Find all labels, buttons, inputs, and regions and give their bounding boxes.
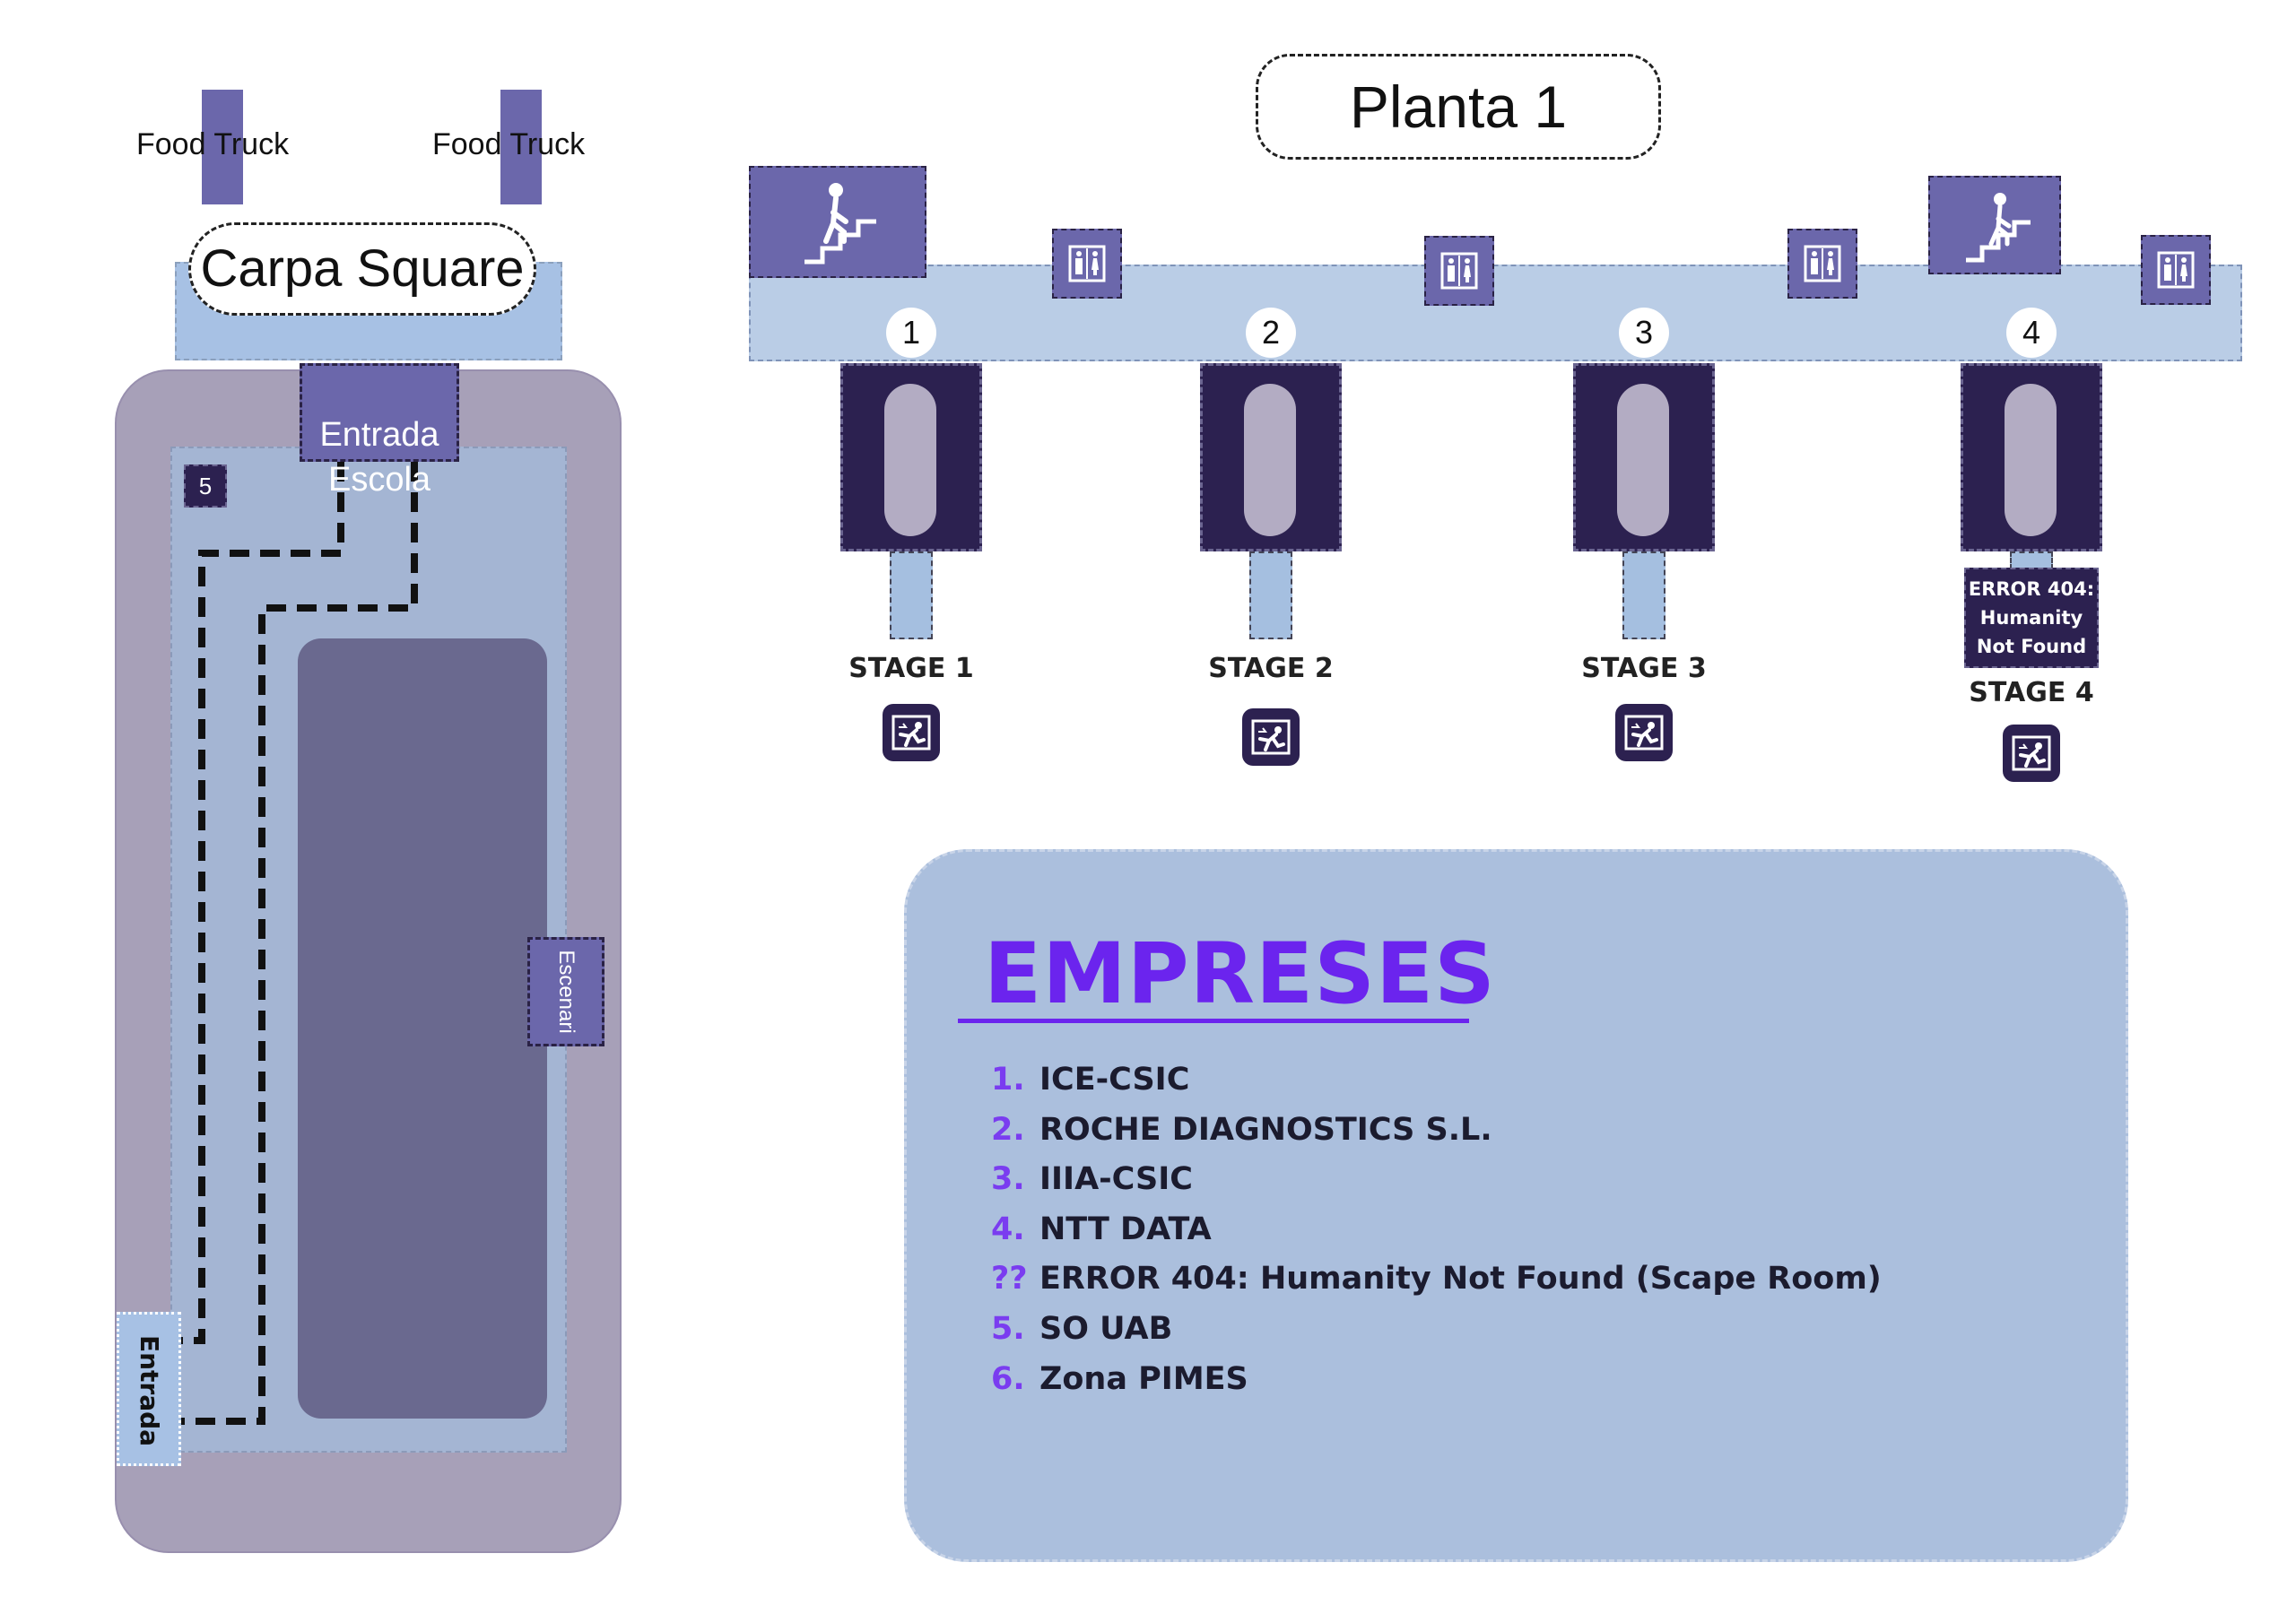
company-number: 4. [991, 1211, 1025, 1247]
restroom-box-1 [1052, 229, 1122, 299]
stage-number-2: 2 [1246, 308, 1296, 358]
stage-walkway-3 [1622, 551, 1665, 639]
company-list-item: 2. ROCHE DIAGNOSTICS S.L. [991, 1112, 1882, 1162]
escenari-box [527, 937, 604, 1046]
food-truck-label-1: Food Truck [136, 127, 290, 161]
stairs-icon [1966, 193, 2031, 263]
escenari-label: Escenari [554, 950, 578, 1034]
company-name: SO UAB [1039, 1310, 1173, 1347]
stage-walkway-2 [1249, 551, 1292, 639]
error-404-sign: ERROR 404: Humanity Not Found [1964, 568, 2099, 668]
company-number: 2. [991, 1111, 1025, 1148]
company-number: 3. [991, 1161, 1025, 1198]
company-list-item: 1. ICE-CSIC [991, 1062, 1882, 1112]
stage-block-3 [1573, 363, 1715, 551]
stage-pill [2005, 384, 2057, 536]
restroom-icon [2157, 251, 2195, 289]
stage-pill [884, 384, 936, 536]
stage-pill [1244, 384, 1296, 536]
company-name: ROCHE DIAGNOSTICS S.L. [1039, 1111, 1492, 1148]
restroom-box-3 [1787, 229, 1857, 299]
page-title: Planta 1 [1256, 54, 1661, 160]
restroom-box-2 [1424, 236, 1494, 306]
food-truck-label-2: Food Truck [432, 127, 586, 161]
company-number: 1. [991, 1062, 1025, 1098]
company-list-item: 5. SO UAB [991, 1311, 1882, 1361]
corridor [749, 265, 2242, 361]
company-name: ERROR 404: Humanity Not Found (Scape Roo… [1039, 1261, 1882, 1298]
restroom-icon [1068, 245, 1106, 282]
stage-block-2 [1200, 363, 1342, 551]
stage-block-4 [1961, 363, 2102, 551]
zone-5-marker: 5 [184, 464, 227, 508]
path-route-2 [179, 462, 418, 1425]
carpa-square-label: Carpa Square [188, 222, 536, 316]
stage-block-1 [840, 363, 982, 551]
emergency-exit-icon [1242, 708, 1300, 766]
restroom-icon [1804, 245, 1841, 282]
company-name: ICE-CSIC [1039, 1062, 1190, 1098]
stage-number-3: 3 [1619, 308, 1669, 358]
building-inner-block [298, 638, 547, 1419]
stairs-box-left [749, 166, 926, 278]
company-number: 6. [991, 1360, 1025, 1397]
company-name: Zona PIMES [1039, 1360, 1248, 1397]
companies-heading: EMPRESES [984, 925, 1496, 1023]
stage-number-4: 4 [2006, 308, 2057, 358]
entrada-escola-box: Entrada Escola [300, 363, 459, 499]
company-list-item: ?? ERROR 404: Humanity Not Found (Scape R… [991, 1261, 1882, 1311]
stage-label-3: STAGE 3 [1581, 653, 1707, 684]
path-route-1 [179, 462, 344, 1344]
stage-label-2: STAGE 2 [1208, 653, 1334, 684]
emergency-exit-icon [883, 704, 940, 761]
stage-number-1: 1 [886, 308, 936, 358]
emergency-exit-icon [2003, 725, 2060, 782]
company-list-item: 6. Zona PIMES [991, 1361, 1882, 1411]
stage-label-1: STAGE 1 [848, 653, 974, 684]
restroom-icon [1440, 252, 1478, 290]
stage-walkway-4 [2010, 551, 2053, 569]
companies-heading-underline [958, 1019, 1469, 1023]
emergency-exit-icon [1615, 704, 1673, 761]
company-name: NTT DATA [1039, 1211, 1212, 1247]
stairs-icon [804, 183, 876, 265]
companies-panel [904, 849, 2128, 1562]
stage-walkway-1 [890, 551, 933, 639]
stage-label-4: STAGE 4 [1969, 677, 2094, 708]
company-number: ?? [991, 1261, 1028, 1298]
entrance-paths [179, 462, 418, 1425]
food-truck-1 [202, 90, 243, 204]
stage-pill [1617, 384, 1669, 536]
company-list-item: 3. IIIA-CSIC [991, 1161, 1882, 1211]
entrada-box [117, 1312, 181, 1466]
entrada-label: Entrada [135, 1334, 164, 1447]
restroom-box-4 [2141, 235, 2211, 305]
company-list-item: 4. NTT DATA [991, 1211, 1882, 1262]
companies-list: 1. ICE-CSIC 2. ROCHE DIAGNOSTICS S.L. 3. IIIA… [991, 1062, 1882, 1410]
company-number: 5. [991, 1310, 1025, 1347]
food-truck-2 [500, 90, 542, 204]
stairs-box-right [1928, 176, 2061, 274]
company-name: IIIA-CSIC [1039, 1161, 1193, 1198]
